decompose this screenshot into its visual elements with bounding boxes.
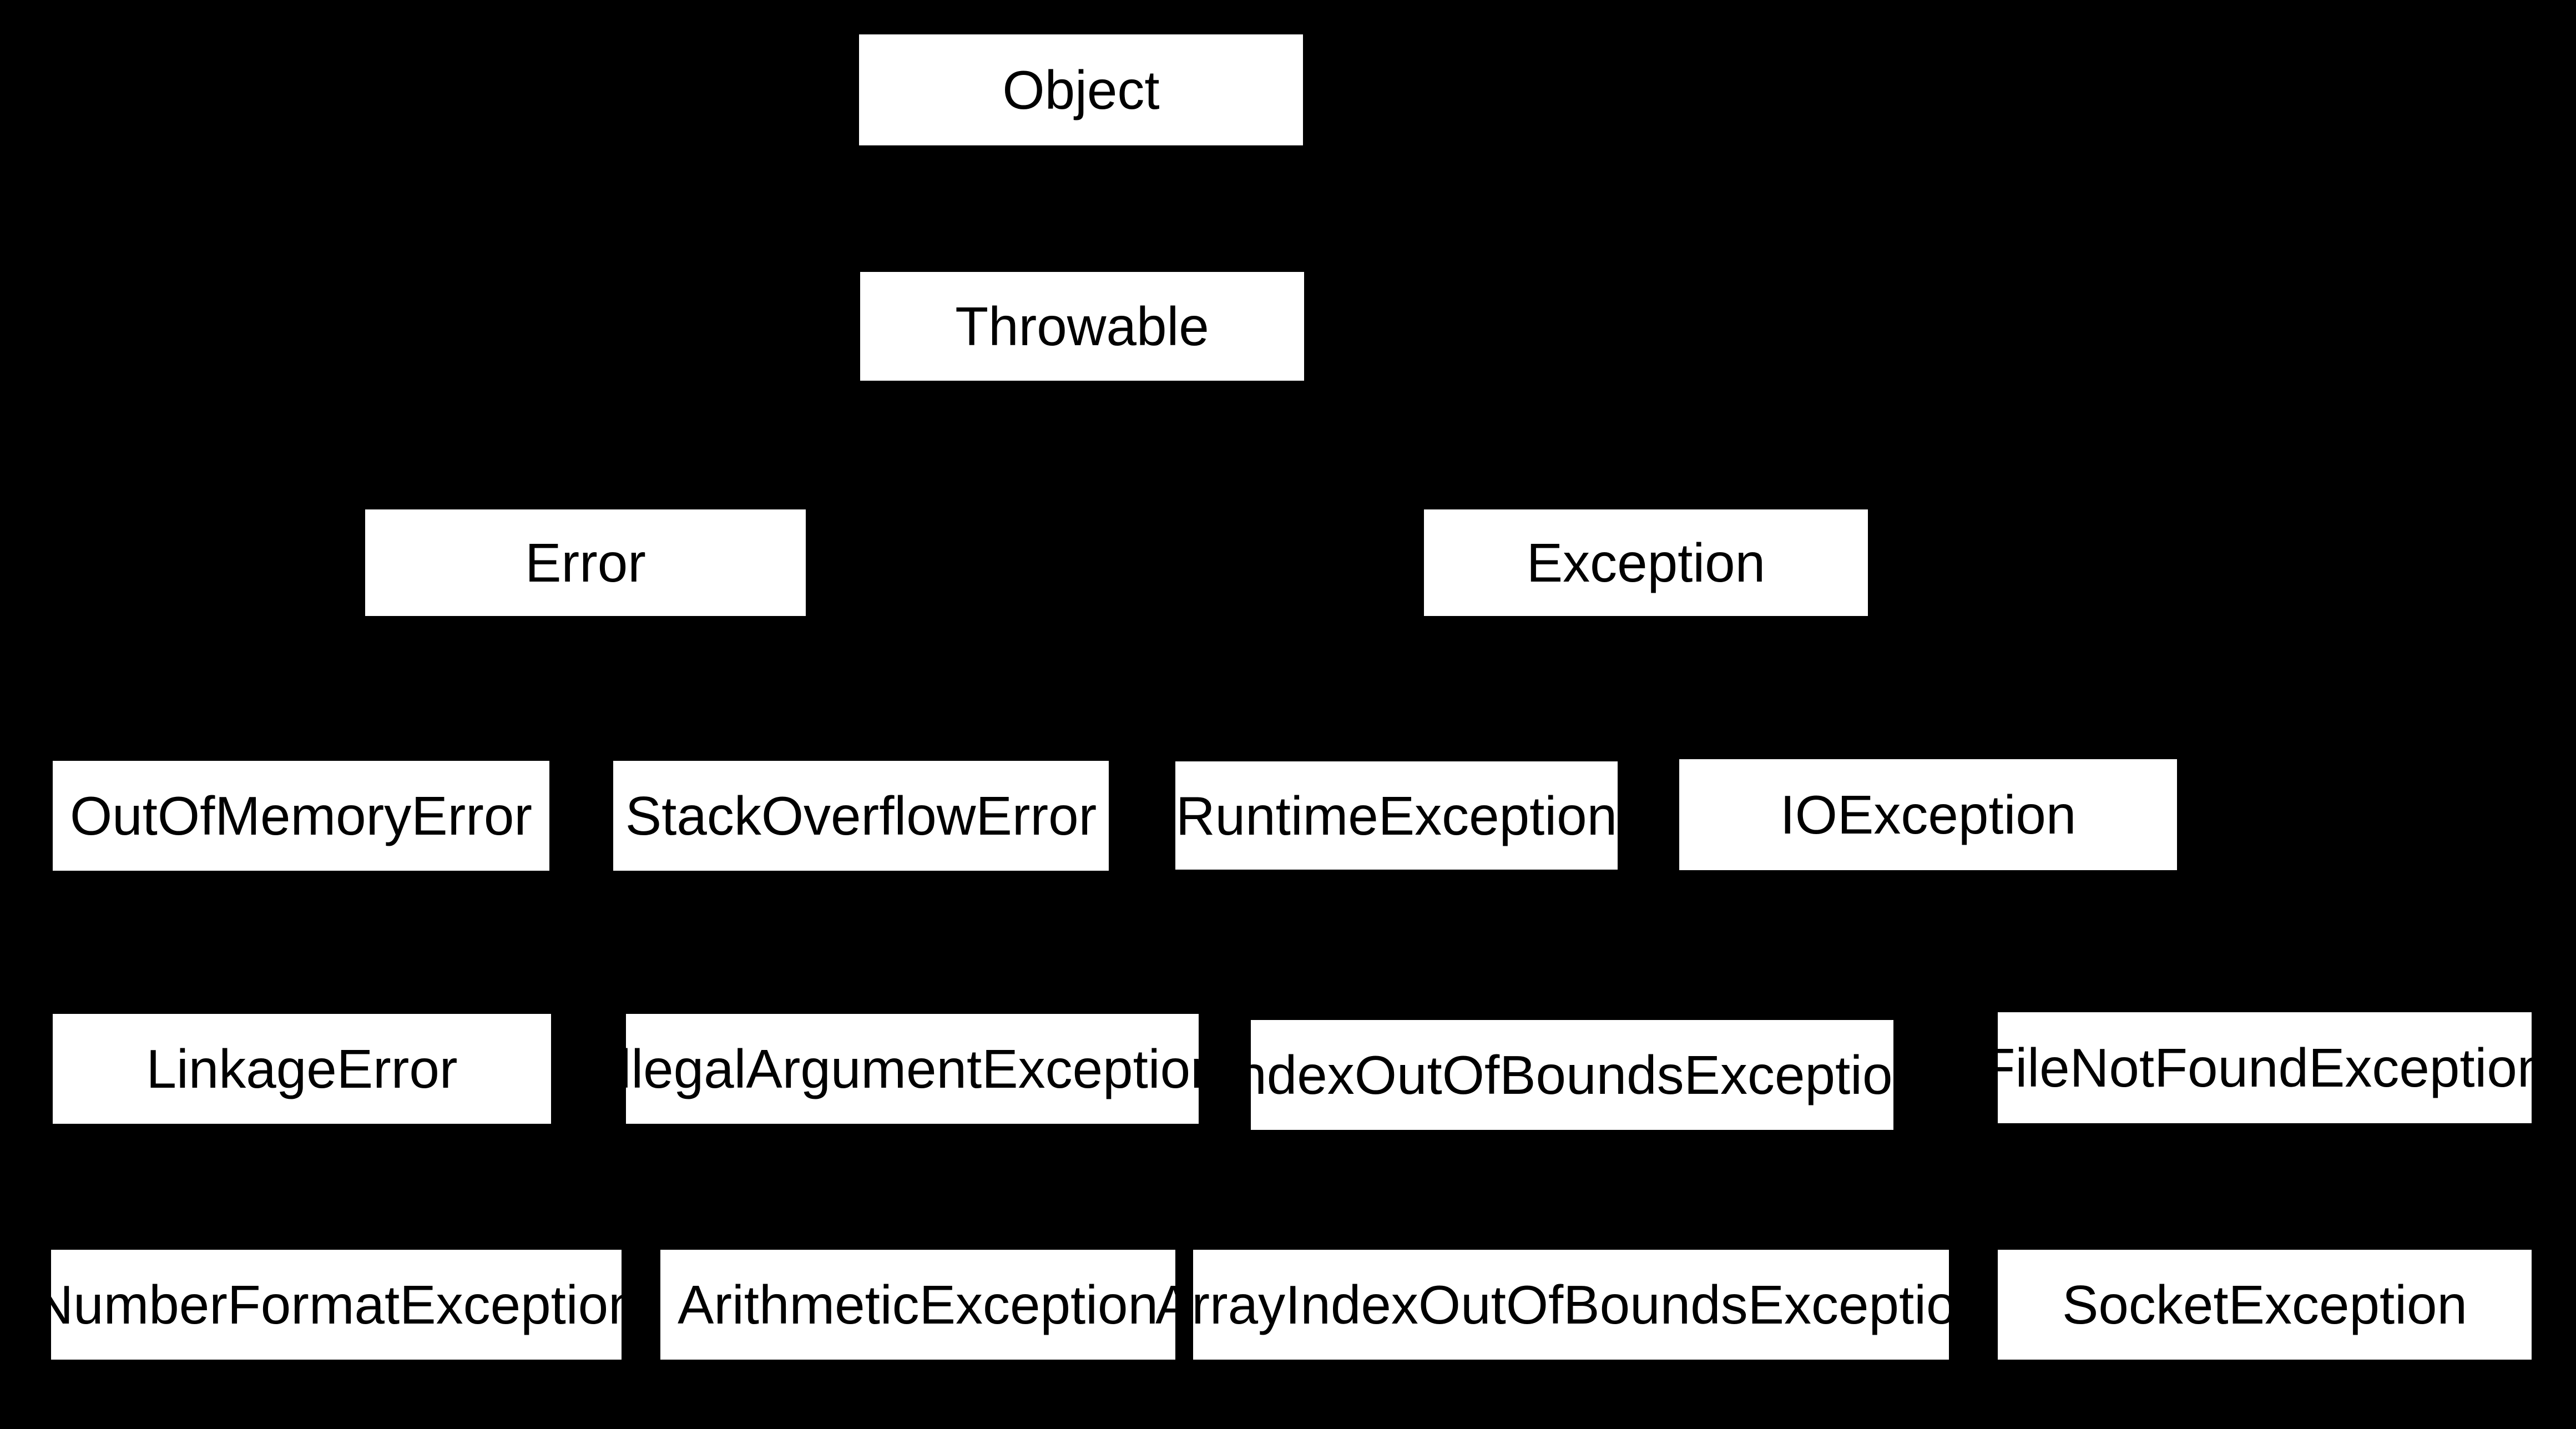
node-object: Object <box>859 34 1303 145</box>
node-stack-overflow-error: StackOverflowError <box>613 761 1109 871</box>
node-arithmetic-exception: ArithmeticException <box>660 1250 1175 1360</box>
node-socket-exception: SocketException <box>1998 1250 2532 1360</box>
node-linkage-error: LinkageError <box>53 1014 551 1124</box>
node-out-of-memory-error: OutOfMemoryError <box>53 761 549 871</box>
node-runtime-exception: RuntimeException <box>1175 761 1618 870</box>
node-io-exception: IOException <box>1679 759 2177 870</box>
node-throwable: Throwable <box>860 272 1304 381</box>
node-exception: Exception <box>1424 509 1868 616</box>
node-file-not-found-exception: FileNotFoundException <box>1982 1012 2547 1123</box>
node-number-format-exception: NumberFormatException <box>34 1250 639 1360</box>
node-array-index-out-of-bounds-exception: ArrayIndexOutOfBoundsException <box>1155 1250 1987 1360</box>
node-index-out-of-bounds-exception: IndexOutOfBoundsException <box>1221 1020 1923 1130</box>
node-illegal-argument-exception: IllegalArgumentException <box>604 1014 1221 1124</box>
node-error: Error <box>365 509 806 616</box>
